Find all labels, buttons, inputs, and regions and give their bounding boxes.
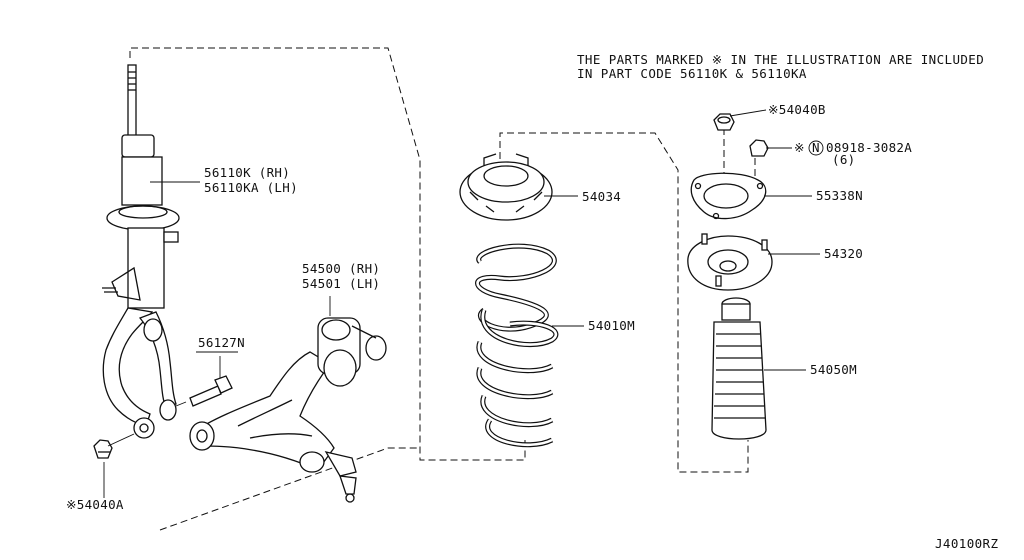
label-nut-qty: (6)	[832, 152, 855, 167]
label-54320: 54320	[824, 246, 863, 261]
label-nut-prefix: ※	[794, 140, 805, 155]
nut-axis-lower	[107, 433, 135, 447]
spring-group-outline	[499, 132, 749, 473]
note-line-1: THE PARTS MARKED ※ IN THE ILLUSTRATION A…	[577, 52, 984, 67]
label-54034: 54034	[582, 189, 621, 204]
bolt-56127n	[189, 375, 233, 407]
assembly-outline	[129, 47, 526, 461]
label-54040a: ※54040A	[66, 497, 124, 512]
dust-boot	[711, 297, 767, 440]
leader-nut-top	[729, 109, 767, 117]
assembly-outline-lower	[159, 447, 420, 531]
label-54050m: 54050M	[810, 362, 857, 377]
n-circle-icon	[808, 140, 824, 156]
strut-assembly	[102, 64, 180, 439]
spring-seat	[459, 153, 553, 221]
label-54501: 54501 (LH)	[302, 276, 380, 291]
label-54010m: 54010M	[588, 318, 635, 333]
bolt-dash	[175, 401, 187, 407]
lower-arm	[189, 317, 387, 503]
label-08918: 08918-3082A	[826, 140, 912, 155]
label-56127n: 56127N	[198, 335, 245, 350]
label-nut-circle: N	[812, 140, 820, 155]
nut-54040a	[93, 439, 113, 459]
mount-plate	[690, 172, 767, 220]
nut-54040b	[713, 113, 735, 131]
label-54040b: ※54040B	[768, 102, 826, 117]
strut-mount	[687, 233, 773, 291]
label-56110ka: 56110KA (LH)	[204, 180, 298, 195]
label-56110k: 56110K (RH)	[204, 165, 290, 180]
nut-08918	[749, 139, 769, 157]
diagram-id: J40100RZ	[935, 536, 998, 551]
label-55338n: 55338N	[816, 188, 863, 203]
note-line-2: IN PART CODE 56110K & 56110KA	[577, 66, 807, 81]
label-54500: 54500 (RH)	[302, 261, 380, 276]
coil-spring	[475, 243, 559, 448]
